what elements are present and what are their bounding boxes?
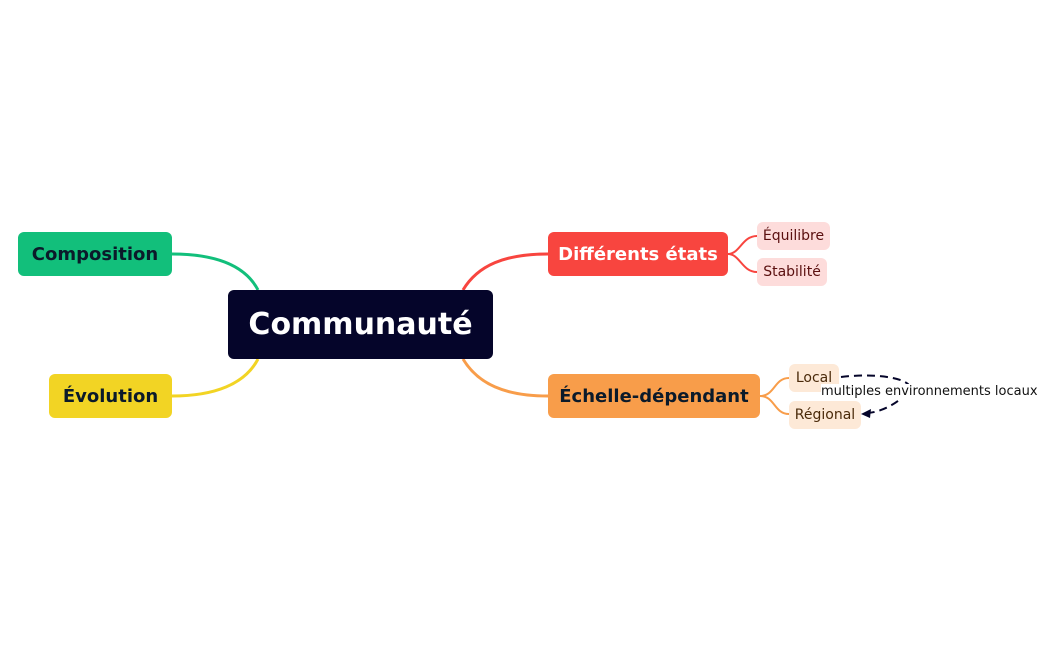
echelle-dependant-label: Échelle-dépendant xyxy=(559,385,749,407)
root-label: Communauté xyxy=(248,307,473,342)
relation-label[interactable]: multiples environnements locaux xyxy=(821,384,1038,400)
equilibre-label: Équilibre xyxy=(762,228,825,244)
connector-regional xyxy=(759,395,790,415)
composition-label: Composition xyxy=(31,243,159,265)
node-evolution[interactable]: Évolution xyxy=(49,374,172,418)
node-echelle-dependant[interactable]: Échelle-dépendant xyxy=(548,374,760,418)
connector-evolution xyxy=(171,358,260,398)
node-stabilite[interactable]: Stabilité xyxy=(757,258,827,286)
differents-etats-label: Différents états xyxy=(558,243,718,265)
connector-stabilite xyxy=(727,253,758,273)
stabilite-label: Stabilité xyxy=(763,264,821,280)
evolution-label: Évolution xyxy=(62,385,159,407)
node-equilibre[interactable]: Équilibre xyxy=(757,222,830,250)
node-composition[interactable]: Composition xyxy=(18,232,172,276)
connector-etats xyxy=(461,252,549,291)
node-regional[interactable]: Régional xyxy=(789,401,861,429)
connector-composition xyxy=(171,252,260,291)
regional-label: Régional xyxy=(794,407,856,423)
connector-echelle xyxy=(461,358,549,398)
local-label: Local xyxy=(795,370,833,386)
relation-arrowhead xyxy=(861,409,871,418)
connector-equilibre xyxy=(727,235,758,255)
root-node[interactable]: Communauté xyxy=(228,290,493,359)
connector-local xyxy=(759,377,790,397)
node-differents-etats[interactable]: Différents états xyxy=(548,232,728,276)
